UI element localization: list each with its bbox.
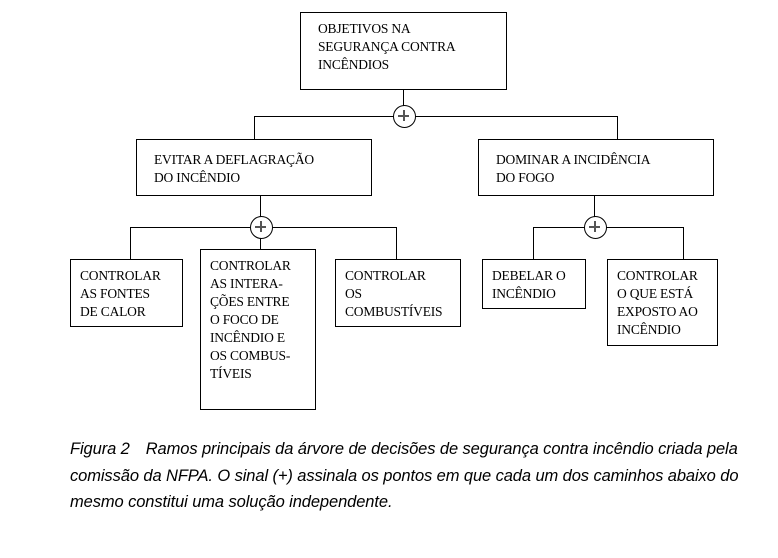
connector-evitar-to-plus: [260, 196, 261, 221]
connector-bus-to-dominar: [617, 116, 618, 139]
node-controlar-o-que-esta-exposto-ao-incendio[interactable]: CONTROLAR O QUE ESTÁ EXPOSTO AO INCÊNDIO: [607, 259, 718, 346]
connector-root-bus-left: [254, 116, 403, 117]
node-controlar-as-interacoes[interactable]: CONTROLAR AS INTERA- ÇÕES ENTRE O FOCO D…: [200, 249, 316, 410]
node-controlar-os-combustiveis[interactable]: CONTROLAR OS COMBUSTÍVEIS: [335, 259, 461, 327]
node-objetivos-na-seguranca-contra-incendios[interactable]: OBJETIVOS NA SEGURANÇA CONTRA INCÊNDIOS: [300, 12, 507, 90]
connector-dominar-to-plus: [594, 196, 595, 221]
node-evitar-a-deflagracao-do-incendio[interactable]: EVITAR A DEFLAGRAÇÃO DO INCÊNDIO: [136, 139, 372, 196]
plus-operator-root[interactable]: [393, 105, 416, 128]
connector-left-drop-3: [396, 227, 397, 260]
plus-operator-left[interactable]: [250, 216, 273, 239]
node-controlar-as-fontes-de-calor[interactable]: CONTROLAR AS FONTES DE CALOR: [70, 259, 183, 327]
connector-right-drop-2: [683, 227, 684, 260]
plus-operator-right[interactable]: [584, 216, 607, 239]
node-debelar-o-incendio[interactable]: DEBELAR O INCÊNDIO: [482, 259, 586, 309]
connector-right-bus-a: [533, 227, 584, 228]
connector-left-bus-a: [130, 227, 250, 228]
connector-bus-to-evitar: [254, 116, 255, 139]
connector-left-drop-1: [130, 227, 131, 260]
node-dominar-a-incidencia-do-fogo[interactable]: DOMINAR A INCIDÊNCIA DO FOGO: [478, 139, 714, 196]
connector-left-bus-b: [271, 227, 396, 228]
figure-caption-label: Figura 2: [70, 440, 130, 458]
connector-root-to-plus: [403, 90, 404, 112]
figure-caption-body: Ramos principais da árvore de decisões d…: [70, 440, 739, 511]
connector-root-bus-right: [414, 116, 617, 117]
connector-right-bus-b: [605, 227, 683, 228]
connector-right-drop-1: [533, 227, 534, 260]
decision-tree-diagram: OBJETIVOS NA SEGURANÇA CONTRA INCÊNDIOS …: [70, 12, 718, 410]
